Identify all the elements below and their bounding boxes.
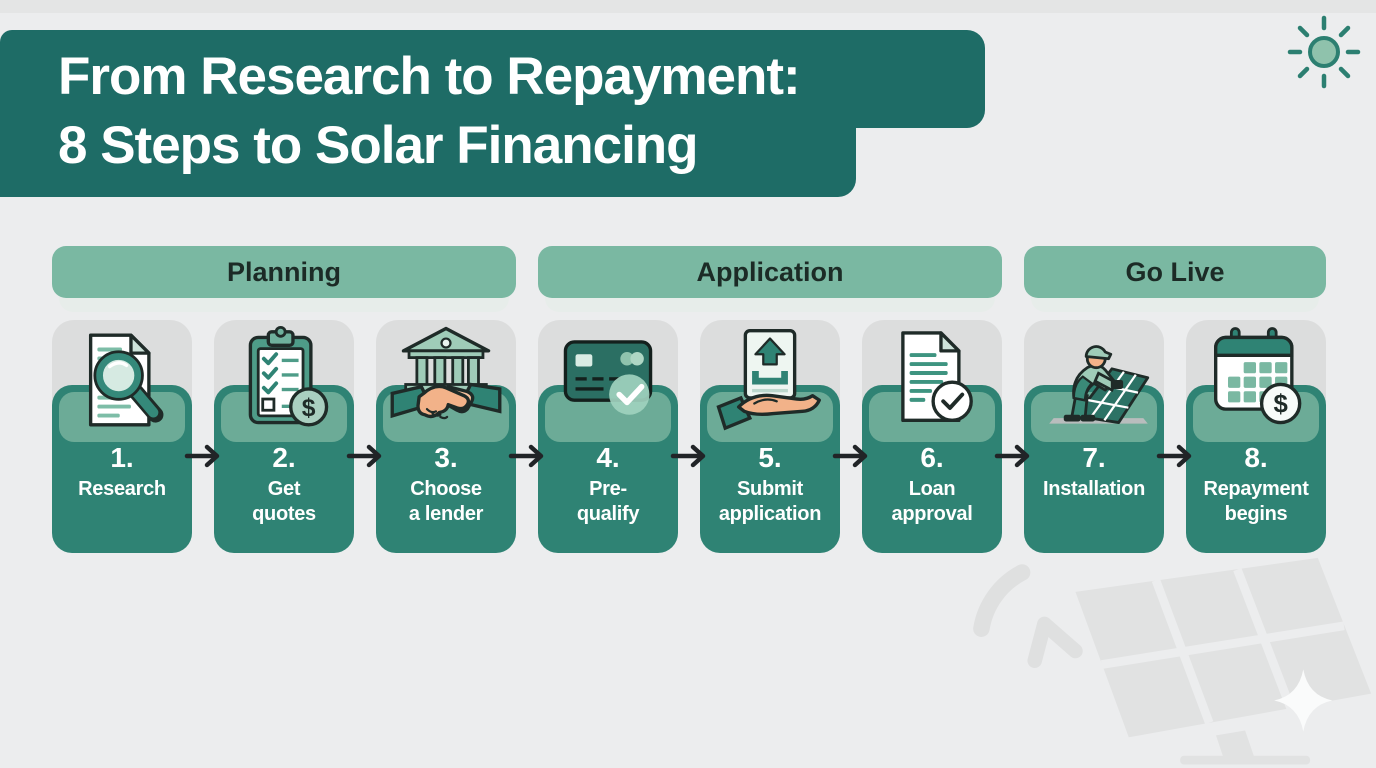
arrow-right-icon	[508, 444, 544, 468]
step-label: Choose a lender	[408, 478, 484, 525]
document-check-icon	[901, 331, 973, 422]
phase-strip: Application	[538, 246, 1002, 298]
page-title-line1: From Research to Repayment:	[58, 47, 801, 106]
arrow-right-icon	[670, 444, 706, 468]
title-banner-lower	[0, 118, 856, 197]
step-number: 3.	[434, 442, 458, 473]
sun-icon	[1287, 15, 1361, 89]
step-label: Installation	[1043, 478, 1145, 500]
step-number: 6.	[920, 442, 944, 473]
step-label: Get quotes	[252, 478, 316, 525]
step-label: Repayment begins	[1203, 478, 1309, 525]
arrow-right-icon	[184, 444, 220, 468]
step-label: Research	[78, 478, 166, 500]
arrow-right-icon	[346, 444, 382, 468]
step-label: Pre- qualify	[576, 478, 640, 525]
step-number: 4.	[596, 442, 620, 473]
step-number: 1.	[110, 442, 134, 473]
clipboard-checklist-dollar-icon: $	[248, 325, 329, 427]
svg-text:$: $	[1273, 390, 1287, 418]
svg-text:$: $	[302, 395, 316, 422]
sparkle-icon	[1274, 669, 1333, 732]
arrow-right-icon	[832, 444, 868, 468]
hand-upload-document-icon	[716, 329, 821, 431]
arrow-right-icon	[1156, 444, 1192, 468]
solar-panel-installation-icon	[1049, 345, 1150, 424]
step-label: Submit application	[718, 478, 822, 525]
calendar-dollar-icon: $	[1214, 327, 1302, 425]
step-card-choose-lender: 3. Choose a lender	[376, 320, 516, 553]
phase-label: Application	[696, 256, 844, 287]
credit-card-check-icon	[563, 340, 653, 415]
document-magnifier-icon	[88, 333, 164, 427]
phase-header-planning: Planning	[52, 246, 516, 314]
step-card-loan-approval: 6. Loan approval	[862, 320, 1002, 553]
step-card-submit-application: 5. Submit application	[700, 320, 840, 553]
page-title-line2: 8 Steps to Solar Financing	[58, 116, 699, 175]
step-card-repayment: $ 8. Repayment begins	[1186, 320, 1326, 553]
arrow-right-icon	[994, 444, 1030, 468]
phase-header-application: Application	[538, 246, 1002, 314]
step-number: 2.	[272, 442, 296, 473]
step-card-research: 1. Research	[52, 320, 192, 553]
solar-panel-watermark	[973, 557, 1372, 765]
step-number: 5.	[758, 442, 782, 473]
bank-handshake-icon	[390, 326, 502, 420]
step-card-installation: 7. Installation	[1024, 320, 1164, 553]
step-card-get-quotes: $ 2. Get quotes	[214, 320, 354, 553]
step-card-pre-qualify: 4. Pre- qualify	[538, 320, 678, 553]
phase-strip: Planning	[52, 246, 516, 298]
phase-label: Go Live	[1125, 256, 1225, 287]
phase-strip: Go Live	[1024, 246, 1326, 298]
step-number: 8.	[1244, 442, 1268, 473]
top-band	[0, 0, 1376, 13]
phase-label: Planning	[227, 256, 341, 287]
step-label: Loan approval	[891, 478, 973, 525]
page-title: From Research to Repayment: 8 Steps to S…	[58, 42, 801, 180]
title-banner	[0, 30, 985, 128]
step-number: 7.	[1082, 442, 1106, 473]
phase-header-go-live: Go Live	[1024, 246, 1326, 314]
